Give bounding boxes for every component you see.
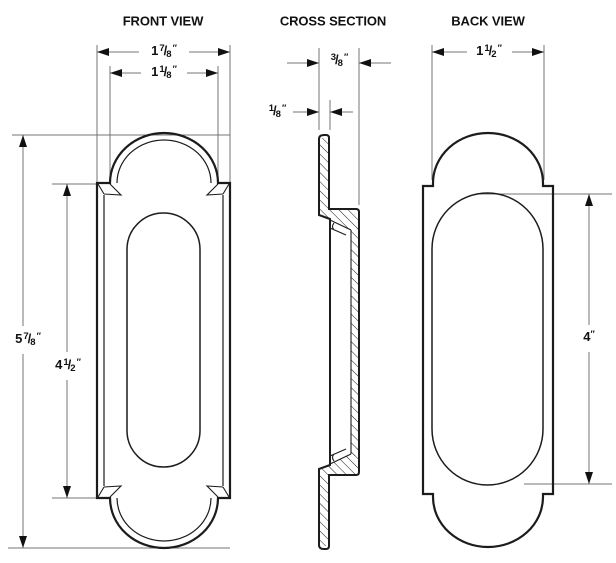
- back-outline: [421, 131, 555, 549]
- hatch-cup-back-wall: [351, 228, 359, 456]
- back-view-part: [421, 131, 555, 549]
- back-recess-height-label: 4″: [583, 329, 595, 346]
- dim-numerator: 7: [23, 331, 29, 342]
- dim-unit: ″: [281, 103, 287, 113]
- front-recess-oval: [126, 212, 201, 468]
- dim-unit: ″: [172, 64, 177, 74]
- dim-whole: 1: [151, 64, 159, 79]
- front-view-part: [95, 131, 232, 550]
- dim-slash: /: [67, 357, 72, 372]
- dim-denominator: 8: [275, 108, 281, 120]
- dim-slash: /: [163, 43, 168, 58]
- dim-numerator: 1: [63, 357, 69, 368]
- dim-denominator: 8: [337, 57, 343, 69]
- front-view-dimension-lines: [8, 45, 231, 549]
- cross-section-dimension-lines: [287, 48, 391, 205]
- front-inner-width-label: 11/8″: [151, 64, 177, 81]
- dim-unit: ″: [343, 52, 349, 62]
- dim-whole: 4: [55, 357, 63, 372]
- dim-numerator: 1: [159, 64, 165, 75]
- dim-whole: 1: [476, 43, 484, 58]
- front-inner-arc-top: [116, 139, 212, 184]
- dim-unit: ″: [497, 43, 502, 53]
- dim-denominator: 8: [166, 69, 172, 81]
- back-width-label: 11/2″: [476, 43, 502, 60]
- front-inner-arc-bottom: [116, 497, 212, 542]
- front-outline: [95, 131, 232, 550]
- hatch-cup-top-wall: [329, 209, 359, 238]
- front-outer-height-label: 57/8″: [15, 331, 41, 348]
- cross-depth-label: 3/8″: [330, 52, 349, 69]
- hatch-flange-bottom: [319, 465, 330, 546]
- hatch-flange-top: [319, 138, 330, 219]
- dim-denominator: 2: [491, 48, 497, 60]
- dim-whole: 4: [583, 329, 591, 344]
- front-outer-width-label: 17/8″: [151, 43, 177, 60]
- dim-denominator: 2: [70, 362, 76, 374]
- front-view-title: FRONT VIEW: [122, 13, 204, 29]
- dim-unit: ″: [172, 43, 177, 53]
- cross-section-outline: [318, 134, 360, 550]
- dim-slash: /: [273, 103, 277, 118]
- dim-numerator: 7: [159, 43, 165, 54]
- dim-denominator: 8: [30, 336, 36, 348]
- dim-unit: ″: [590, 329, 595, 339]
- dim-unit: ″: [36, 331, 41, 341]
- dim-numerator: 1: [484, 43, 490, 54]
- cross-section-hatching: [319, 138, 359, 546]
- dim-unit: ″: [76, 357, 81, 367]
- dim-slash: /: [335, 52, 339, 67]
- dim-slash: /: [163, 64, 168, 79]
- back-view-title: BACK VIEW: [451, 13, 525, 29]
- dim-numerator: 3: [330, 52, 337, 63]
- cross-section-part: [318, 134, 360, 550]
- front-notch-chamfers: [97, 183, 230, 498]
- dim-slash: /: [488, 43, 493, 58]
- back-recess-oval: [431, 192, 544, 486]
- front-inner-height-label: 41/2″: [55, 357, 81, 374]
- back-view-dimension-lines: [431, 45, 612, 485]
- dim-numerator: 1: [268, 103, 275, 114]
- cross-section-cavity-detail: [329, 219, 352, 465]
- hatch-cup-bottom-wall: [329, 446, 359, 475]
- dim-whole: 1: [151, 43, 159, 58]
- cross-flange-thickness-label: 1/8″: [268, 103, 287, 120]
- dim-slash: /: [27, 331, 32, 346]
- dim-whole: 5: [15, 331, 23, 346]
- cross-section-title: CROSS SECTION: [279, 13, 387, 29]
- dim-denominator: 8: [166, 48, 172, 60]
